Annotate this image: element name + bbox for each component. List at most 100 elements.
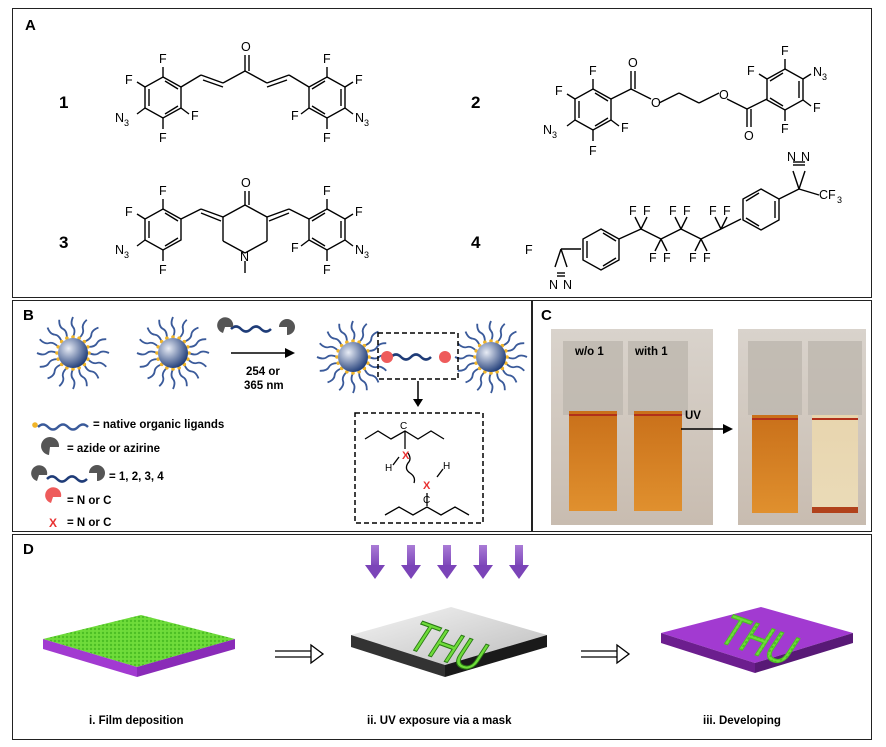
ligand-chain — [338, 323, 348, 343]
crosslink-x-bottom: X — [423, 480, 431, 492]
atom-f: F — [629, 204, 637, 218]
atom-o: O — [651, 96, 661, 110]
ligand-chain — [476, 323, 486, 343]
ligand-chain — [139, 338, 159, 348]
uv-arrow-shaft — [443, 545, 451, 567]
ligand-chain — [87, 338, 107, 348]
ligand-chain — [187, 338, 207, 348]
ligand-chain — [46, 327, 63, 343]
legend-crosslink-atom: = N or C — [67, 517, 112, 529]
atom-n3: N — [115, 111, 124, 125]
ligand-chain — [476, 371, 486, 391]
photomask — [351, 607, 547, 665]
ligand-anchor — [71, 335, 75, 339]
ligand-anchor — [71, 367, 75, 371]
ligand-chain — [367, 362, 387, 372]
ligand-chain — [496, 371, 506, 391]
atom-f: F — [747, 64, 755, 78]
ligand-anchor — [87, 351, 91, 355]
atom-f: F — [159, 184, 167, 198]
ligand-anchor — [187, 351, 191, 355]
vial-label-with: with 1 — [634, 346, 668, 358]
compound-3-structure: F F F N 3 O N F F F F N 3 — [115, 176, 369, 277]
legend-ligands: = native organic ligands — [93, 419, 225, 431]
panel-b: B 254 or 365 nm — [12, 300, 532, 532]
panel-c: C UV w/o 1 with 1 — [532, 300, 872, 532]
ligand-anchor — [155, 351, 159, 355]
nanoparticle — [158, 338, 188, 368]
atom-o: O — [241, 176, 251, 190]
ligand-chain — [501, 367, 518, 383]
atom-o: O — [241, 40, 251, 54]
ligand-chain — [319, 342, 339, 352]
atom-o: O — [744, 129, 754, 143]
wavelength-line-2: 365 nm — [244, 380, 284, 392]
ligand-legend-icon — [37, 423, 89, 431]
crosslinker-chain — [230, 325, 272, 333]
atom-f: F — [723, 204, 731, 218]
atom-f: F — [669, 204, 677, 218]
ligand-chain — [505, 362, 525, 372]
ligand-chain — [70, 368, 76, 390]
ligand-chain — [319, 362, 339, 372]
patterning-process: THU THU — [43, 545, 853, 681]
atom-f: F — [323, 184, 331, 198]
atom-o: O — [719, 88, 729, 102]
atom-f: F — [291, 109, 299, 123]
ligand-chain — [505, 342, 525, 352]
panel-b-label: B — [23, 307, 34, 324]
crosslink-detail-box — [354, 412, 484, 524]
ligand-anchor — [473, 355, 477, 359]
radical-legend-icon — [45, 487, 62, 503]
ligand-anchor — [505, 355, 509, 359]
ligand-chain — [158, 367, 168, 387]
atom-n3: N — [813, 65, 822, 79]
panel-a-label: A — [25, 17, 36, 34]
atom-f: F — [589, 64, 597, 78]
ligand-chain — [170, 316, 176, 338]
ligand-chain — [178, 367, 188, 387]
ligand-chain — [58, 319, 68, 339]
atom-f: F — [689, 251, 697, 265]
ligand-anchor — [367, 355, 371, 359]
uv-arrow-shaft — [407, 545, 415, 567]
ligand-anchor — [351, 371, 355, 375]
subscript-3: 3 — [124, 250, 129, 260]
ligand-anchor — [55, 351, 59, 355]
precipitate — [812, 507, 858, 513]
ligand-chain — [488, 320, 494, 342]
uv-arrow-shaft — [515, 545, 523, 567]
ligand-chain — [496, 323, 506, 343]
legend-nitrene-carbene: = N or C — [67, 495, 112, 507]
atom-f: F — [643, 204, 651, 218]
ligand-anchor — [335, 355, 339, 359]
panel-d: D THU THU i — [12, 534, 872, 740]
uv-arrow-head — [509, 565, 529, 579]
atom-h: H — [385, 463, 392, 474]
uv-arrow-shaft — [479, 545, 487, 567]
atom-n: N — [787, 150, 796, 164]
crosslinker-legend-icon — [46, 475, 88, 483]
atom-c: C — [423, 495, 430, 506]
subscript-3: 3 — [124, 118, 129, 128]
atom-f: F — [323, 263, 331, 277]
compound-4-structure: F N N F F F F F F F F F F N N CF 3 — [525, 150, 842, 292]
ligand-chain — [316, 354, 338, 360]
uv-arrow-head — [437, 565, 457, 579]
step-2-caption: ii. UV exposure via a mask — [367, 715, 512, 727]
atom-f: F — [323, 52, 331, 66]
ligand-chain — [183, 326, 199, 343]
x-legend-icon: X — [49, 516, 57, 530]
atom-c: C — [400, 421, 407, 432]
atom-f: F — [703, 251, 711, 265]
ligand-chain — [158, 319, 168, 339]
azide-group-right — [279, 319, 295, 335]
process-arrow-1 — [275, 643, 325, 665]
ligand-chain — [367, 342, 387, 352]
uv-arrow-shaft — [371, 545, 379, 567]
ligand-chain — [47, 363, 63, 380]
subscript-3: 3 — [837, 195, 842, 205]
atom-n3: N — [543, 123, 552, 137]
ligand-chain — [146, 327, 163, 343]
atom-f: F — [159, 52, 167, 66]
